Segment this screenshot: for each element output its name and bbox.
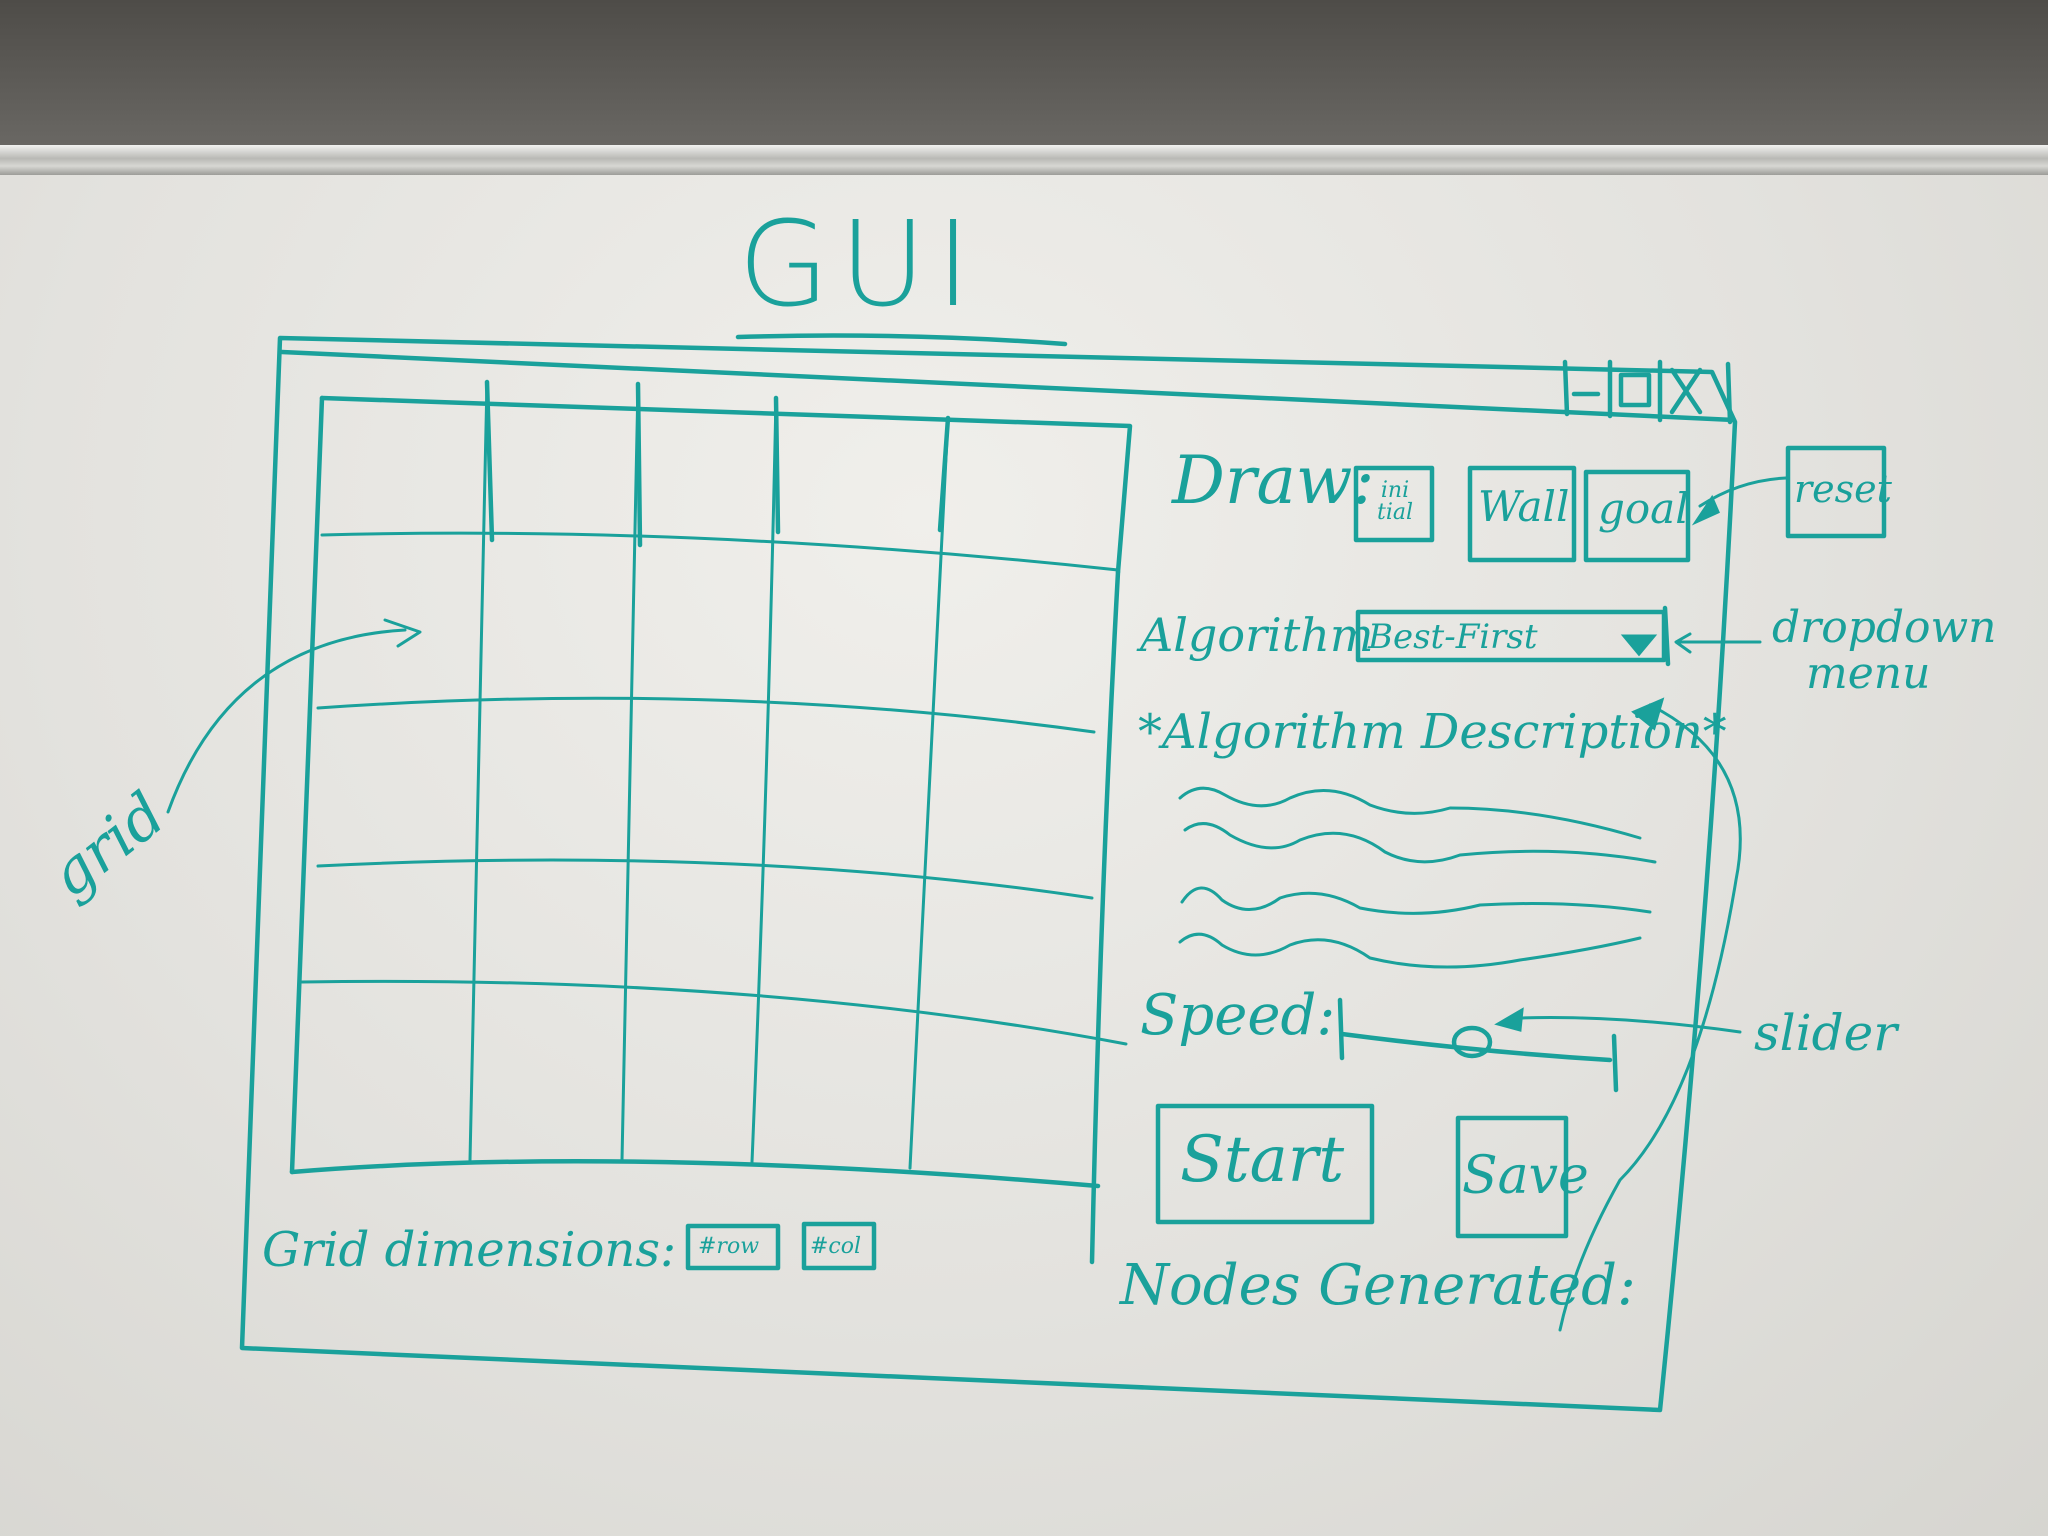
description-pointer bbox=[1558, 703, 1742, 1332]
close-icon[interactable] bbox=[1669, 367, 1703, 415]
algorithm-description-title: *Algorithm Description* bbox=[1138, 704, 1727, 760]
grid-top-border bbox=[319, 395, 1133, 575]
menu-annotation: menu bbox=[1806, 648, 1931, 699]
grid-bottom-border bbox=[289, 1159, 1101, 1189]
algorithm-description-text bbox=[1178, 786, 1657, 969]
save-button-label: Save bbox=[1462, 1146, 1589, 1206]
description-line bbox=[1180, 886, 1652, 915]
description-arrowhead bbox=[1631, 697, 1665, 731]
dropdown-pointer bbox=[1674, 632, 1762, 654]
description-line bbox=[1178, 786, 1642, 840]
grid-col-line bbox=[908, 416, 950, 1170]
initial-button-label: ini tial bbox=[1376, 478, 1414, 525]
description-line bbox=[1183, 822, 1657, 864]
reset-button-label: reset bbox=[1794, 467, 1892, 511]
description-line bbox=[1178, 932, 1642, 969]
goal-button[interactable] bbox=[1583, 469, 1691, 563]
goal-button-label: goal bbox=[1598, 484, 1689, 533]
maximize-icon[interactable] bbox=[1618, 372, 1652, 408]
speed-slider[interactable] bbox=[1337, 997, 1619, 1093]
slider-min-tick bbox=[1337, 997, 1345, 1061]
grid-area bbox=[289, 379, 1133, 1265]
algorithm-label: Algorithm bbox=[1140, 608, 1374, 662]
start-button[interactable] bbox=[1155, 1103, 1375, 1225]
title-bar-line bbox=[279, 349, 1737, 423]
col-input-label: #col bbox=[810, 1234, 862, 1259]
wall-button-label: Wall bbox=[1478, 482, 1570, 531]
draw-label: Draw: bbox=[1172, 442, 1375, 519]
dropdown-selected-value: Best-First bbox=[1368, 617, 1538, 657]
col-input[interactable] bbox=[801, 1221, 877, 1271]
grid-left-border bbox=[289, 395, 325, 1175]
grid-arrow-head bbox=[383, 618, 422, 648]
slider-pointer bbox=[1518, 1016, 1742, 1034]
slider-thumb[interactable] bbox=[1451, 1025, 1493, 1059]
grid-col-line bbox=[750, 396, 778, 1164]
speed-label: Speed: bbox=[1140, 983, 1336, 1048]
grid-row-line bbox=[300, 979, 1128, 1046]
algorithm-dropdown[interactable] bbox=[1355, 609, 1667, 663]
dropdown-annotation: dropdown bbox=[1772, 602, 1997, 653]
control-dividers bbox=[1562, 359, 1733, 425]
reset-pointer bbox=[1698, 476, 1788, 508]
wall-button[interactable] bbox=[1467, 465, 1577, 563]
wall bbox=[0, 0, 2048, 150]
row-input[interactable] bbox=[685, 1223, 781, 1271]
row-input-label: #row bbox=[698, 1234, 760, 1259]
initial-button[interactable] bbox=[1353, 465, 1435, 543]
grid-col-line bbox=[620, 382, 640, 1162]
grid-dimensions-label: Grid dimensions: bbox=[262, 1222, 677, 1278]
slider-track bbox=[1339, 1031, 1613, 1063]
grid-row-line bbox=[320, 531, 1120, 572]
grid-col-strokes bbox=[484, 379, 951, 548]
page-title: GUI bbox=[738, 195, 981, 333]
grid-row-line bbox=[316, 858, 1094, 900]
slider-arrowhead bbox=[1494, 1007, 1524, 1032]
grid-annotation-arrow bbox=[166, 628, 407, 814]
title-underline bbox=[735, 333, 1068, 347]
grid-right-border bbox=[1089, 569, 1121, 1265]
start-button-label: Start bbox=[1180, 1123, 1345, 1197]
grid-col-line bbox=[468, 380, 489, 1162]
window-controls bbox=[1562, 359, 1733, 425]
reset-button[interactable] bbox=[1785, 445, 1887, 539]
chevron-down-icon[interactable] bbox=[1620, 634, 1658, 657]
window-frame bbox=[239, 335, 1738, 1413]
whiteboard-rail bbox=[0, 145, 2048, 175]
slider-max-tick bbox=[1611, 1033, 1619, 1093]
slider-annotation: slider bbox=[1754, 1004, 1898, 1062]
save-button[interactable] bbox=[1455, 1115, 1569, 1239]
nodes-generated-label: Nodes Generated: bbox=[1120, 1253, 1636, 1318]
dropdown-divider bbox=[1662, 605, 1671, 667]
reset-arrowhead bbox=[1691, 494, 1720, 526]
grid-row-line bbox=[316, 696, 1096, 734]
